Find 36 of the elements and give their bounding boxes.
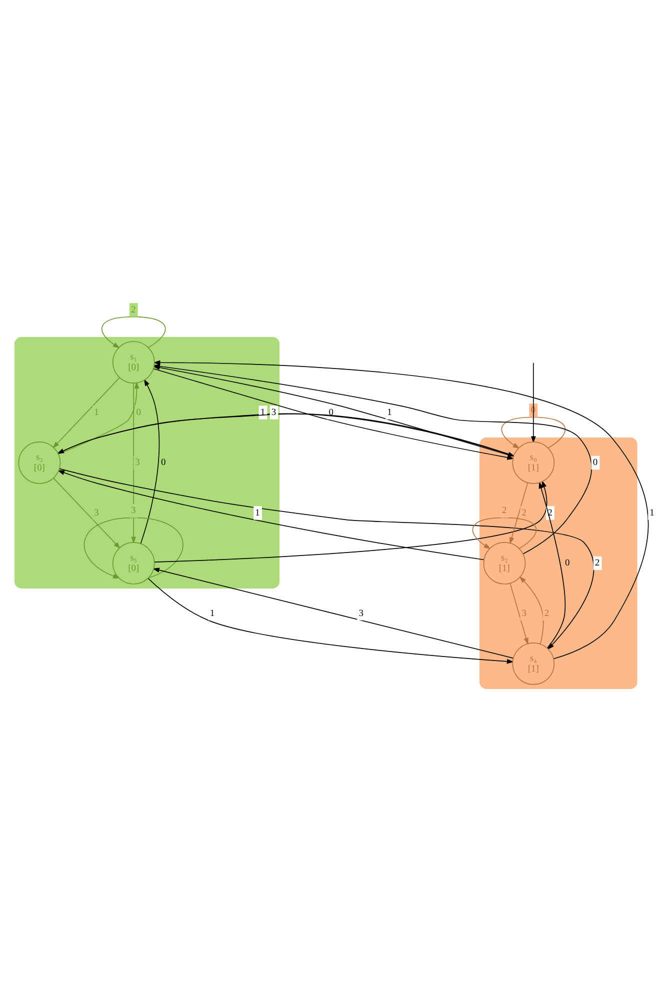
- arrow: [53, 477, 120, 548]
- arrow: [148, 577, 514, 664]
- edge-label: 2: [594, 558, 600, 568]
- edge-label: 0: [564, 558, 570, 568]
- edge-label: 0: [592, 458, 598, 468]
- arrow: [140, 378, 160, 544]
- edge-label: 3: [94, 508, 99, 518]
- edge-label: 1: [260, 407, 266, 418]
- arrow: [131, 382, 136, 544]
- arrow: [52, 376, 120, 448]
- arrow: [501, 416, 566, 448]
- edge-label: 1: [210, 608, 215, 618]
- edge-label: 3: [135, 458, 140, 468]
- edge-label: 0: [136, 407, 141, 418]
- arrow: [58, 381, 140, 454]
- cluster: [479, 437, 638, 688]
- edge-label: 0: [160, 458, 166, 468]
- arrow: [152, 567, 514, 658]
- arrow: [84, 516, 184, 578]
- edge-label: 2: [522, 508, 527, 518]
- edge-label: 0: [328, 407, 334, 418]
- edge-label: 1: [255, 508, 260, 518]
- edge-label: 2: [130, 304, 136, 315]
- edge-label: 3: [130, 506, 136, 516]
- edge-label: 3: [271, 407, 276, 418]
- edge-label: 3: [358, 608, 364, 618]
- arrow: [101, 316, 166, 348]
- arrow: [58, 470, 484, 560]
- arrow: [530, 362, 536, 443]
- arrow: [472, 516, 537, 549]
- edge-label: 1: [650, 508, 654, 518]
- edge-label: 3: [522, 608, 527, 618]
- edge-label: 1: [94, 407, 99, 418]
- edge-label: 2: [544, 608, 550, 618]
- edge-label: 2: [502, 506, 507, 516]
- edge-label: 1: [387, 407, 392, 418]
